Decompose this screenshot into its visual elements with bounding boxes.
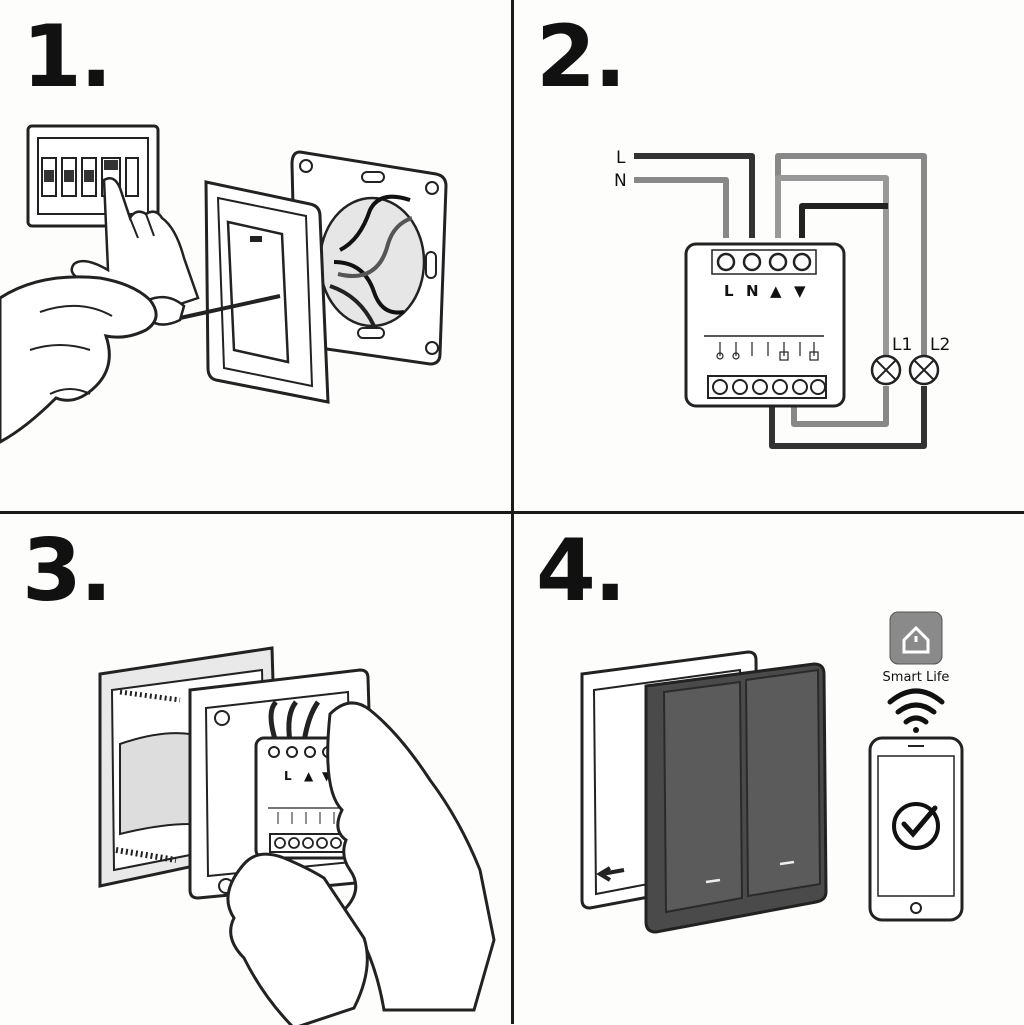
- wifi-icon: [887, 688, 945, 733]
- arrow-icon: [596, 866, 625, 882]
- step-4-illustration: Smart Life: [580, 611, 964, 934]
- step-1-panel: 1.: [0, 0, 511, 511]
- circuit-schematic: [716, 342, 819, 361]
- step-2-number: 2.: [536, 7, 627, 107]
- neutral-input-label: N: [614, 171, 627, 191]
- lamp-2: [908, 354, 940, 386]
- hand-holding-screwdriver: [0, 275, 158, 444]
- bottom-terminals: [712, 379, 826, 395]
- step-1-number: 1.: [22, 7, 113, 107]
- step-4-number: 4.: [536, 521, 627, 621]
- wires: [634, 153, 927, 449]
- step-3-number: 3.: [22, 521, 113, 621]
- smartphone: [868, 736, 964, 922]
- left-rocker: [662, 680, 744, 914]
- step-3-illustration: L ▲ ▼: [98, 646, 496, 1025]
- terminal-up-label: ▲: [770, 282, 782, 300]
- horizontal-divider: [0, 511, 1024, 514]
- module-terminal-l-label: L: [284, 769, 292, 783]
- terminal-down-label: ▼: [794, 282, 806, 300]
- module-terminal-down-label: ▼: [322, 769, 332, 783]
- smart-life-app-icon: [889, 611, 943, 665]
- lamp-1-label: L1: [892, 335, 912, 355]
- right-rocker: [744, 668, 822, 898]
- line-input-label: L: [616, 148, 626, 168]
- terminal-l-label: L: [724, 282, 734, 300]
- lamp-1: [870, 354, 902, 386]
- lamp-2-label: L2: [930, 335, 950, 355]
- success-circle-icon: [892, 802, 940, 850]
- smart-switch-module: L N ▲ ▼: [684, 242, 846, 408]
- step-2-panel: 2. L N L: [514, 0, 1024, 511]
- old-switch-plate: [204, 180, 330, 404]
- wiring-diagram: L N L N ▲: [614, 148, 950, 449]
- step-1-illustration: [0, 124, 448, 444]
- module-terminal-up-label: ▲: [304, 769, 314, 783]
- app-name: Smart Life: [883, 670, 950, 685]
- step-4-panel: 4. Smart Life: [514, 514, 1024, 1025]
- step-3-panel: 3.: [0, 514, 511, 1025]
- terminal-n-label: N: [746, 282, 759, 300]
- checkmark-icon: [901, 805, 938, 838]
- hand-holding-frame: [226, 852, 369, 1025]
- wall-box: [290, 150, 448, 366]
- double-rocker-switch-panel: [644, 662, 828, 934]
